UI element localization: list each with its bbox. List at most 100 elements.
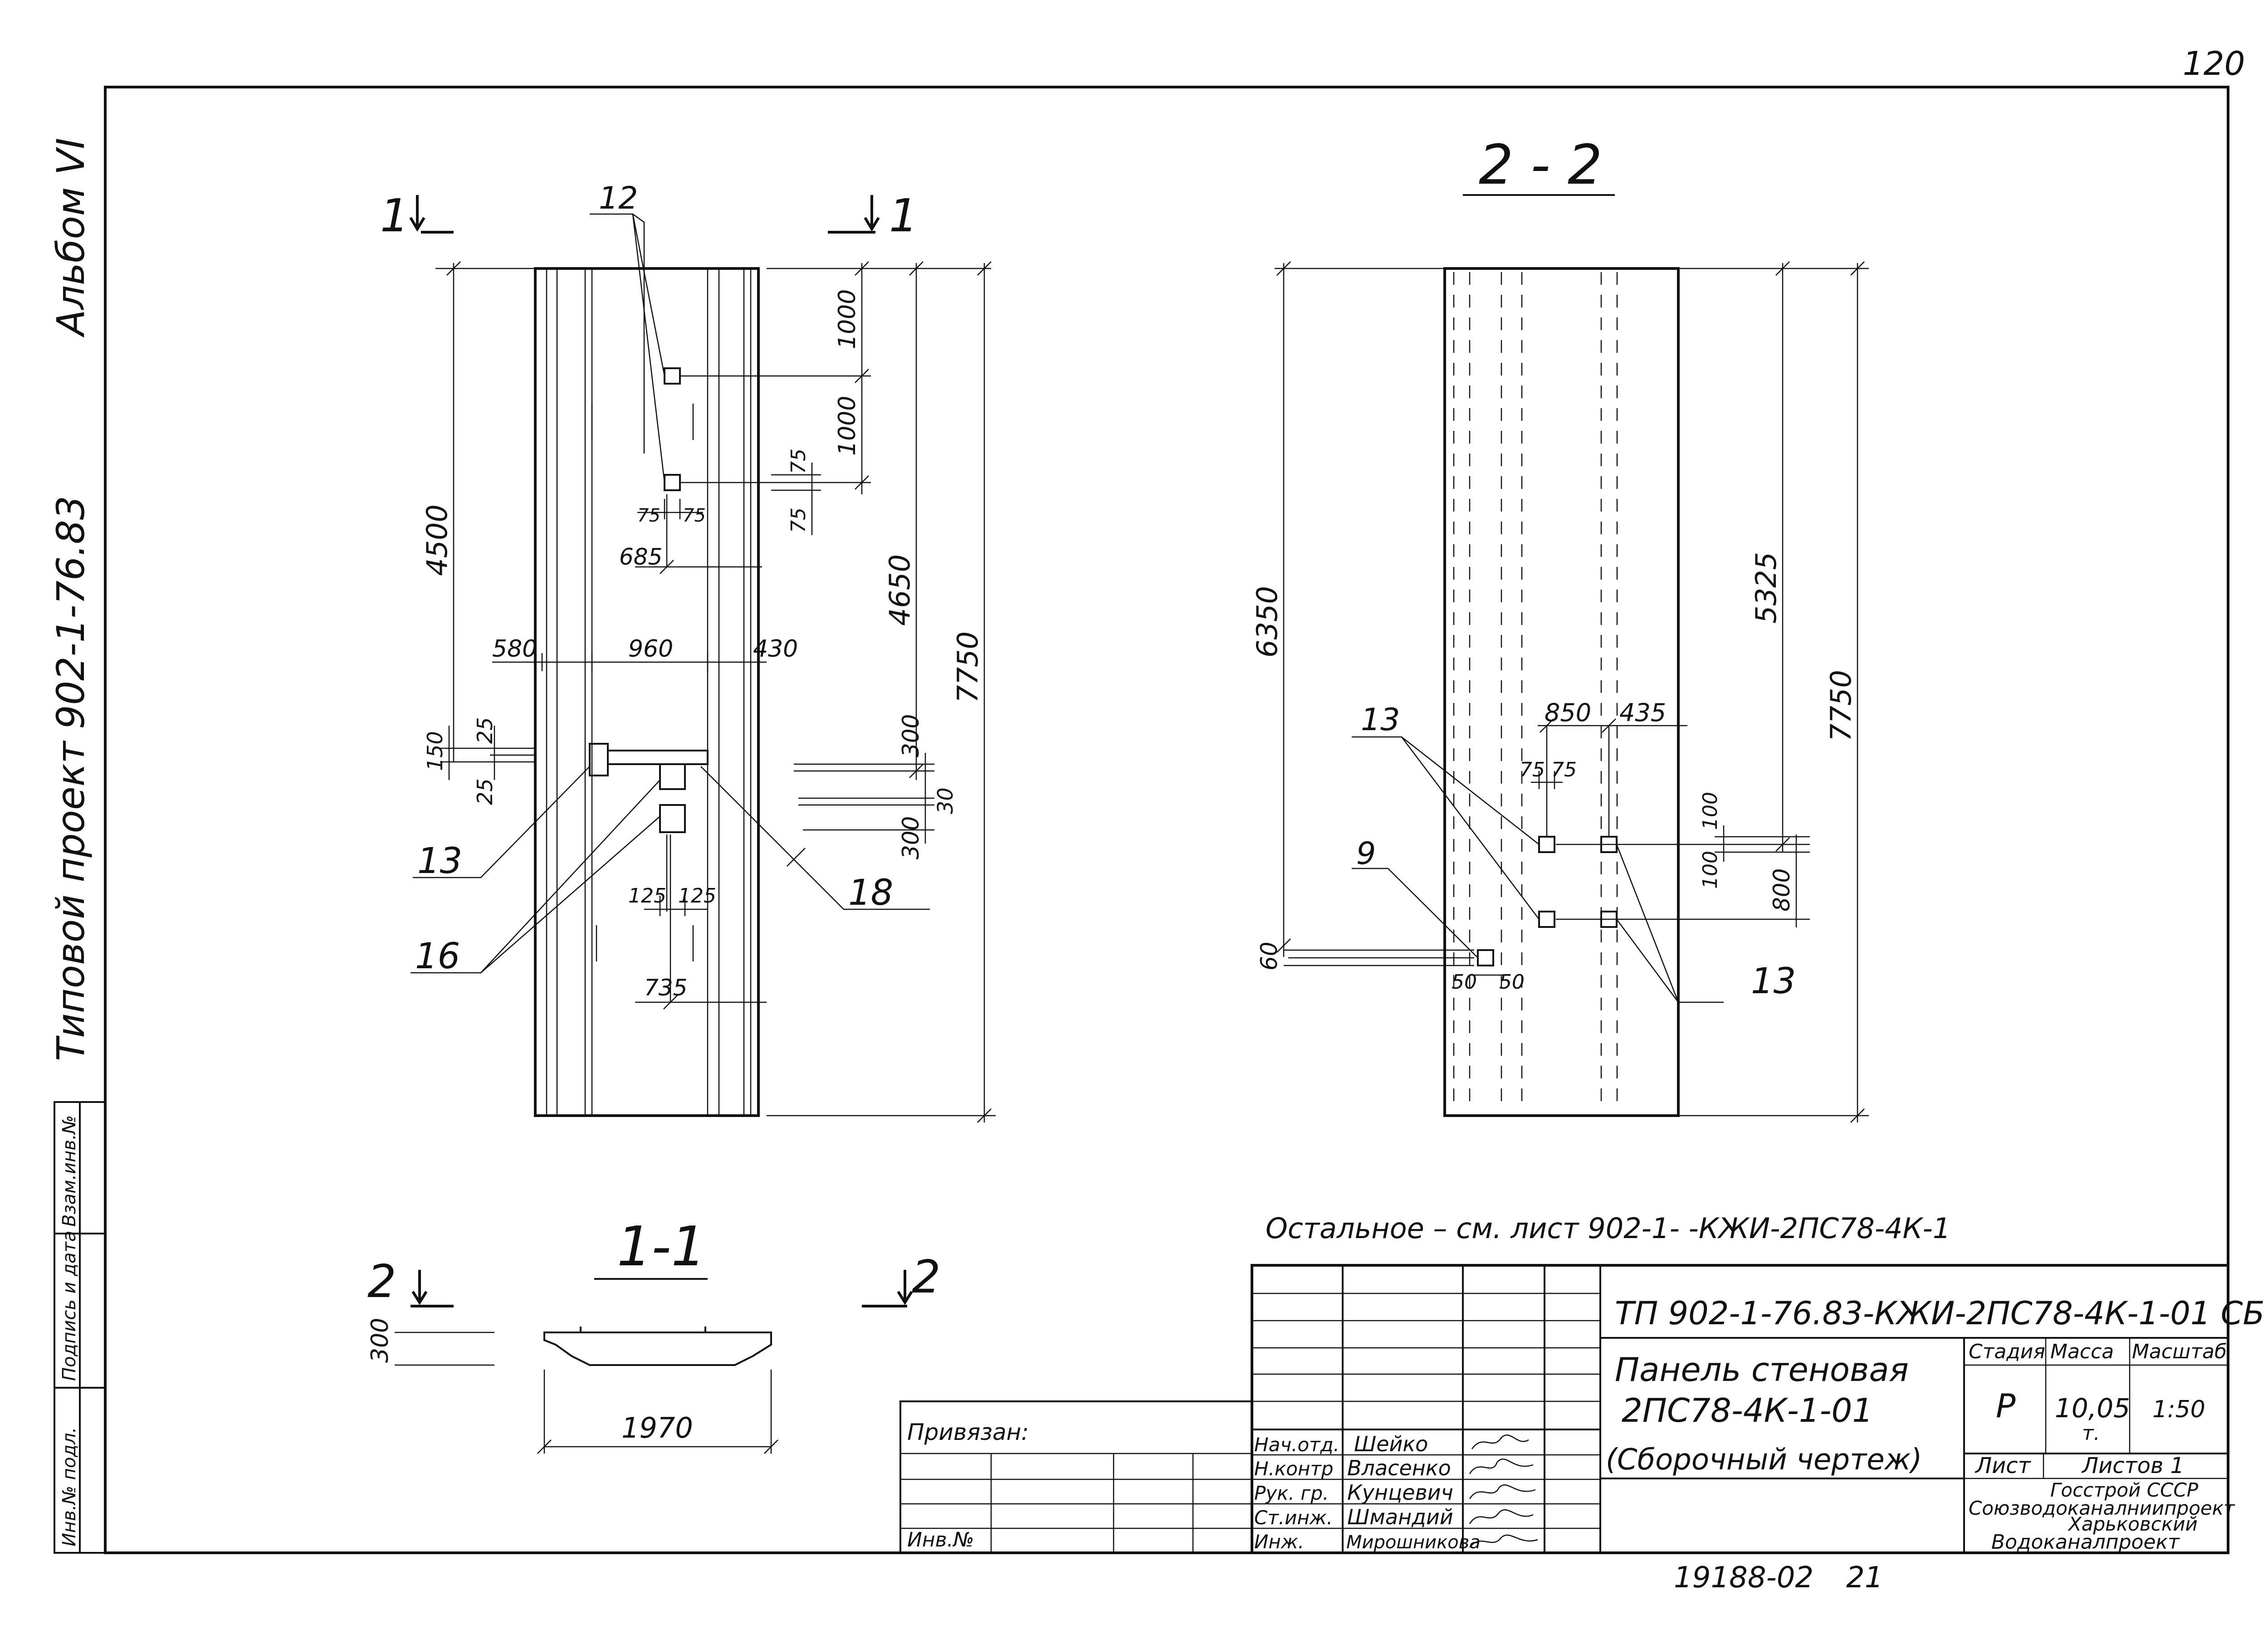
dim-elev-1000-mid: 1000 [834, 396, 861, 456]
dim-sec-6350: 6350 [1251, 586, 1284, 658]
name-1: Шейко [1354, 1432, 1428, 1456]
role-3: Рук. гр. [1254, 1482, 1329, 1504]
dim-elev-4650: 4650 [883, 554, 916, 626]
dim-elev-430: 430 [753, 635, 798, 663]
marker-2-right: 2 [912, 1250, 941, 1303]
stamp-replaced-inv: Взам.инв.№ [59, 1115, 80, 1227]
callout-12: 12 [599, 180, 638, 216]
org-line-2: Союзводоканалниипроект [1969, 1497, 2235, 1519]
dim-elev-30: 30 [933, 787, 958, 814]
dim-sec-75-a: 75 [1520, 758, 1545, 781]
col-mass: Масса [2050, 1340, 2114, 1363]
bottom-code: 19188-02 [1674, 1561, 1813, 1595]
org-line-4: Водоканалпроект [1991, 1531, 2180, 1554]
title-line-3: (Сборочный чертеж) [1606, 1443, 1922, 1477]
dim-elev-75-d: 75 [683, 505, 706, 526]
dim-elev-75-c: 75 [637, 505, 660, 526]
name-2: Власенко [1347, 1456, 1451, 1480]
inv-label: Инв.№ [907, 1528, 974, 1551]
callout-18: 18 [848, 873, 893, 913]
dim-sec-5325: 5325 [1750, 552, 1783, 624]
org-line-1: Госстрой СССР [2050, 1479, 2199, 1501]
side-stamp [54, 1101, 106, 1554]
dim-sec-75-b: 75 [1551, 758, 1577, 781]
dim-elev-125-b: 125 [678, 884, 716, 907]
sheets-label: Листов 1 [2081, 1453, 2184, 1478]
section-1-1-title: 1-1 [617, 1215, 706, 1278]
callout-16: 16 [415, 936, 460, 977]
dim-sec-60: 60 [1256, 941, 1282, 971]
dim-elev-685: 685 [619, 544, 662, 570]
project-label: Типовой проект 902-1-76.83 [49, 496, 93, 1061]
signatures [1469, 1434, 1538, 1548]
dim-sec-100-a: 100 [1699, 792, 1722, 830]
section-2-2-title: 2 - 2 [1479, 134, 1602, 197]
dim-elev-7750: 7750 [951, 631, 984, 703]
elevation-leaders [411, 213, 930, 974]
dim-elev-300-a: 300 [898, 714, 924, 757]
name-4: Шмандий [1347, 1505, 1453, 1529]
stamp-signature-date: Подпись и дата [59, 1231, 80, 1381]
dim-sec-850: 850 [1545, 698, 1591, 727]
doc-code: ТП 902-1-76.83-КЖИ-2ПС78-4К-1-01 СБ [1615, 1295, 2265, 1332]
col-stage: Стадия [1969, 1340, 2045, 1363]
dim-elev-75-a: 75 [787, 449, 810, 474]
col-scale: Масштаб [2132, 1340, 2227, 1363]
panel-elevation [534, 267, 760, 1117]
role-1: Нач.отд. [1254, 1434, 1339, 1456]
name-5: Мирошникова [1346, 1532, 1481, 1553]
section-1-1-profile [395, 1327, 778, 1454]
marker-2-left: 2 [367, 1255, 396, 1308]
album-label: Альбом VI [49, 138, 93, 338]
dim-elev-150: 150 [423, 731, 447, 771]
title-line-1: Панель стеновая [1615, 1351, 1909, 1389]
dim-sec-50-a: 50 [1452, 971, 1477, 994]
dim-elev-125-a: 125 [628, 884, 666, 907]
role-5: Инж. [1254, 1531, 1304, 1553]
dim-sec-100-b: 100 [1699, 851, 1722, 889]
callout-9: 9 [1356, 836, 1376, 872]
org-line-3: Харьковский [2068, 1513, 2198, 1535]
title-block-grid [899, 1264, 2229, 1554]
cut-markers-1 [409, 195, 880, 234]
dim-sec-50-b: 50 [1499, 971, 1525, 994]
dim-sec-435: 435 [1619, 698, 1666, 727]
section-2-2-dimensions [1275, 261, 1869, 1123]
title-line-2: 2ПС78-4К-1-01 [1622, 1391, 1873, 1429]
dim-elev-960: 960 [628, 635, 673, 663]
page-number: 120 [2183, 44, 2245, 83]
dim-elev-1000-top: 1000 [834, 289, 861, 349]
section-2-2-body [1443, 267, 1680, 1117]
name-3: Кунцевич [1347, 1480, 1453, 1505]
dim-1-1-300: 300 [367, 1318, 394, 1363]
bound-label: Привязан: [907, 1419, 1029, 1445]
cut-label-left: 1 [380, 189, 409, 242]
cut-label-right: 1 [889, 189, 918, 242]
role-4: Ст.инж. [1254, 1507, 1333, 1529]
callout-13: 13 [417, 841, 462, 882]
dim-elev-75-b: 75 [787, 507, 810, 533]
elevation-dimensions [435, 261, 996, 1123]
general-note: Остальное – см. лист 902-1- -КЖИ-2ПС78-4… [1266, 1212, 1950, 1245]
dim-elev-25-a: 25 [473, 717, 497, 744]
section-marker-2 [411, 1270, 913, 1307]
mass-unit: т. [2082, 1422, 2100, 1445]
bottom-number: 21 [1846, 1561, 1883, 1595]
dim-elev-580: 580 [492, 635, 537, 663]
section-2-2-leaders [1352, 736, 1724, 1003]
dim-elev-300-b: 300 [898, 816, 924, 859]
dim-1-1-1970: 1970 [621, 1411, 693, 1444]
dim-sec-800: 800 [1769, 868, 1795, 912]
sheet-label: Лист [1975, 1453, 2032, 1478]
dim-elev-4500: 4500 [420, 504, 454, 576]
dim-sec-7750: 7750 [1824, 670, 1857, 741]
stage-value: Р [1996, 1387, 2016, 1425]
dim-elev-25-b: 25 [473, 778, 497, 805]
stamp-inv-original: Инв.№ подл. [59, 1427, 80, 1546]
role-2: Н.контр [1254, 1458, 1334, 1480]
callout-13-bottom: 13 [1751, 961, 1796, 1002]
dim-elev-735: 735 [644, 975, 687, 1001]
callout-13-top: 13 [1361, 702, 1400, 738]
mass-value: 10,05 [2055, 1393, 2130, 1424]
